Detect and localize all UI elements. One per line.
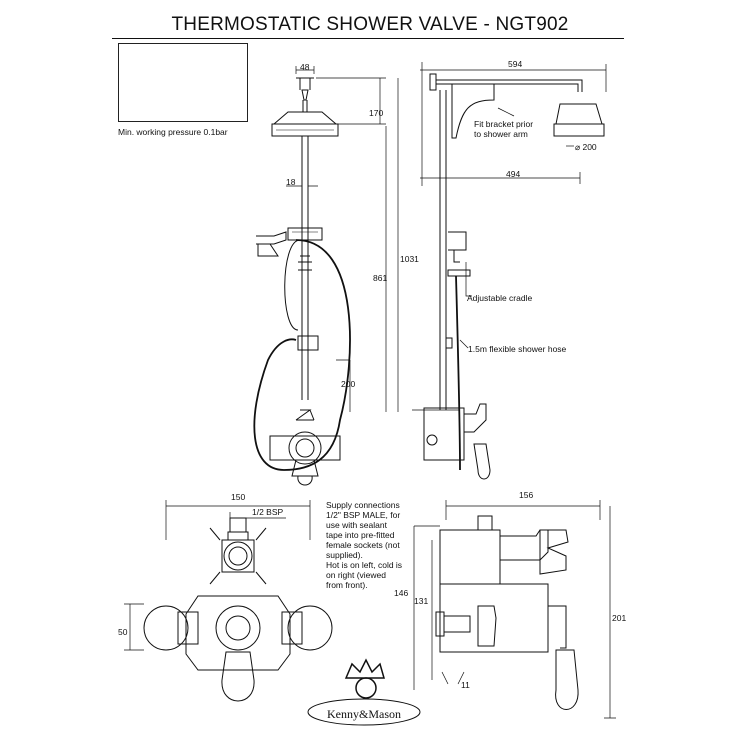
valve-front-dimensions xyxy=(124,500,311,651)
valve-side-detail xyxy=(435,515,579,710)
pressure-note: Min. working pressure 0.1bar xyxy=(118,127,228,137)
dim-494: 494 xyxy=(506,169,521,179)
dim-861: 861 xyxy=(373,273,388,283)
side-view-shower xyxy=(423,73,605,480)
valve-front-detail xyxy=(143,517,333,702)
dim-156: 156 xyxy=(519,490,534,500)
dim-170: 170 xyxy=(369,108,384,118)
page-title: THERMOSTATIC SHOWER VALVE - NGT902 xyxy=(171,14,569,35)
dim-1031: 1031 xyxy=(400,254,419,264)
dim-146: 146 xyxy=(394,588,409,598)
callout-hose: 1.5m flexible shower hose xyxy=(468,344,567,354)
dim-11: 11 xyxy=(461,680,470,690)
dim-bsp: 1/2 BSP xyxy=(252,507,284,517)
kenny-mason-logo xyxy=(307,658,421,726)
dim-150: 150 xyxy=(231,492,246,502)
dim-50: 50 xyxy=(118,627,128,637)
dim-594: 594 xyxy=(508,59,523,69)
callout-cradle: Adjustable cradle xyxy=(467,293,533,303)
front-view-shower xyxy=(253,77,351,486)
callout-supply: Supply connections 1/2" BSP MALE, for us… xyxy=(326,500,403,590)
dim-200-diameter: ⌀ 200 xyxy=(575,142,597,152)
dim-201: 201 xyxy=(612,613,627,623)
callout-bracket: Fit bracket prior to shower arm xyxy=(474,119,534,139)
front-dimensions xyxy=(286,66,399,412)
side-dimensions xyxy=(412,62,607,411)
valve-side-dimensions xyxy=(413,500,616,719)
dim-48: 48 xyxy=(300,62,310,72)
dim-200-vertical: 200 xyxy=(341,379,356,389)
blank-box xyxy=(118,43,248,122)
dim-131: 131 xyxy=(414,596,429,606)
logo-text: Kenny&Mason xyxy=(327,707,401,721)
dim-18: 18 xyxy=(286,177,296,187)
title-rule xyxy=(112,38,624,39)
